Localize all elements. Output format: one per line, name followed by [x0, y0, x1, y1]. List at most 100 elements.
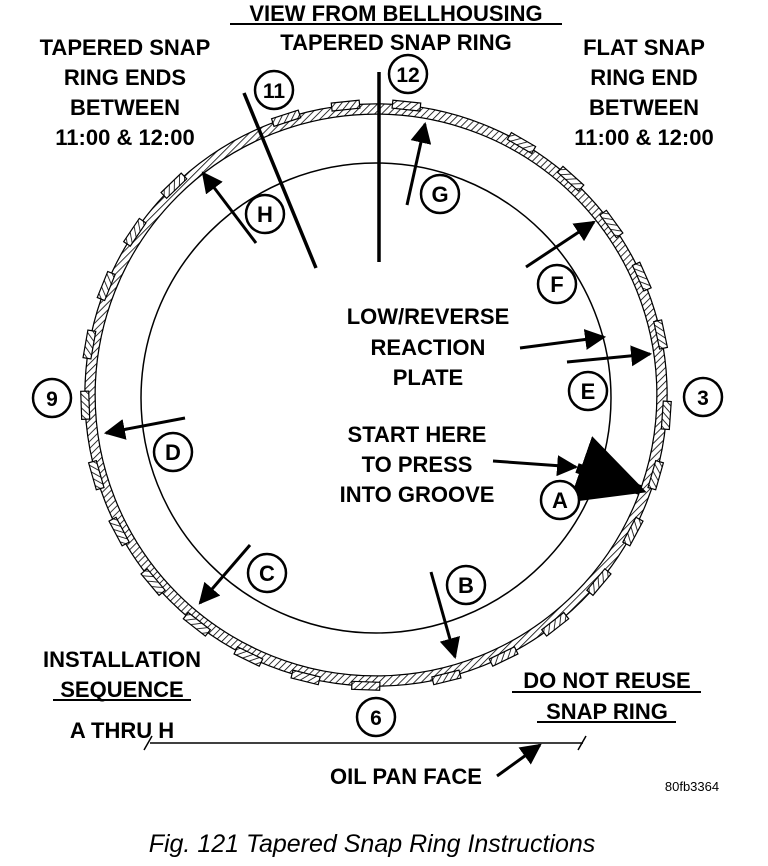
installation-sequence-note: INSTALLATION SEQUENCE A THRU H: [43, 647, 201, 743]
tapered-ends-note: TAPERED SNAP RING ENDS BETWEEN 11:00 & 1…: [40, 35, 211, 150]
letter-a: A: [539, 479, 581, 521]
reaction-plate-arrow: [519, 329, 607, 350]
svg-text:SEQUENCE: SEQUENCE: [60, 677, 183, 702]
snap-ring-lug: [488, 645, 519, 668]
svg-text:RING END: RING END: [590, 65, 698, 90]
tapered-end-pointer: [242, 92, 318, 269]
header-view-from-bellhousing: VIEW FROM BELLHOUSING: [249, 1, 542, 26]
svg-text:RING ENDS: RING ENDS: [64, 65, 186, 90]
snap-ring-lug: [122, 217, 147, 247]
snap-ring-lug: [82, 329, 97, 360]
figure-code: 80fb3364: [665, 779, 719, 794]
snap-ring-lug: [290, 669, 321, 686]
clock-3: 3: [682, 376, 724, 418]
snap-ring-lug: [87, 459, 105, 491]
svg-text:SNAP RING: SNAP RING: [546, 699, 668, 724]
snap-ring-lug: [556, 165, 585, 192]
svg-text:6: 6: [370, 707, 382, 730]
snap-ring-lug: [108, 516, 131, 547]
clock-9: 9: [31, 377, 73, 419]
svg-text:LOW/REVERSE: LOW/REVERSE: [347, 304, 510, 329]
snap-ring-lug: [330, 99, 361, 112]
letter-g: G: [419, 173, 461, 215]
arrow-f: [525, 220, 596, 269]
snap-ring-lug: [233, 645, 264, 668]
start-here-arrow: [492, 455, 579, 477]
letter-c: C: [246, 552, 288, 594]
arrow-e: [566, 345, 653, 367]
svg-text:C: C: [259, 561, 275, 586]
svg-text:12: 12: [396, 64, 419, 87]
oil-pan-face-arrow: [496, 743, 542, 778]
arrow-b: [429, 571, 460, 660]
svg-text:F: F: [550, 272, 563, 297]
snap-ring-lug: [160, 172, 188, 200]
snap-ring-lug: [660, 400, 672, 431]
svg-text:PLATE: PLATE: [393, 365, 463, 390]
oil-pan-face-line: [143, 735, 587, 751]
arrow-d: [103, 416, 186, 440]
snap-ring-lug: [631, 261, 652, 292]
clock-12: 12: [387, 53, 429, 95]
snap-ring-lug: [182, 611, 212, 637]
svg-text:BETWEEN: BETWEEN: [589, 95, 699, 120]
snap-ring-lug: [621, 516, 644, 547]
letter-e: E: [567, 370, 609, 412]
letter-d: D: [152, 431, 194, 473]
start-here-label: START HERE TO PRESS INTO GROOVE: [340, 422, 495, 507]
letter-b: B: [445, 564, 487, 606]
flat-end-note: FLAT SNAP RING END BETWEEN 11:00 & 12:00: [574, 35, 713, 150]
svg-text:TO PRESS: TO PRESS: [362, 452, 473, 477]
svg-text:A THRU H: A THRU H: [70, 718, 174, 743]
snap-ring-lug: [653, 319, 669, 350]
clock-11: 11: [253, 69, 295, 111]
reaction-plate-label: LOW/REVERSE REACTION PLATE: [347, 304, 510, 390]
snap-ring-lug: [585, 567, 612, 597]
snap-ring-lug: [270, 109, 302, 128]
snap-ring-lug: [599, 209, 624, 239]
sequence-arrows: [103, 121, 653, 660]
clock-6: 6: [355, 696, 397, 738]
svg-text:H: H: [257, 202, 273, 227]
snap-ring-lug: [351, 680, 381, 691]
snap-ring-lug: [431, 669, 462, 686]
snap-ring: [80, 99, 672, 691]
letter-f: F: [536, 263, 578, 305]
do-not-reuse-note: DO NOT REUSE SNAP RING: [512, 668, 701, 724]
svg-text:TAPERED SNAP: TAPERED SNAP: [40, 35, 211, 60]
snap-ring-lug: [80, 390, 91, 420]
svg-text:BETWEEN: BETWEEN: [70, 95, 180, 120]
snap-ring-lug: [540, 611, 570, 637]
svg-text:9: 9: [46, 388, 58, 411]
arrow-c: [198, 544, 252, 605]
snap-ring-tabs: [80, 99, 672, 691]
svg-text:A: A: [552, 488, 568, 513]
svg-text:3: 3: [697, 387, 709, 410]
snap-ring-lug: [391, 99, 422, 112]
svg-text:B: B: [458, 573, 474, 598]
svg-text:INSTALLATION: INSTALLATION: [43, 647, 201, 672]
letter-h: H: [244, 193, 286, 235]
snap-ring-lug: [96, 270, 116, 302]
svg-text:11: 11: [263, 80, 286, 103]
snap-ring-lug: [506, 131, 537, 155]
svg-text:11:00 & 12:00: 11:00 & 12:00: [55, 125, 194, 150]
svg-text:D: D: [165, 440, 181, 465]
arrow-a: [568, 436, 647, 503]
svg-text:REACTION: REACTION: [371, 335, 486, 360]
svg-text:INTO GROOVE: INTO GROOVE: [340, 482, 495, 507]
svg-text:G: G: [431, 182, 448, 207]
arrow-g: [405, 121, 432, 206]
snap-ring-lug: [647, 459, 665, 491]
arrow-h: [201, 171, 258, 244]
svg-text:E: E: [581, 379, 596, 404]
reaction-plate-circle: [140, 162, 612, 634]
svg-text:DO NOT REUSE: DO NOT REUSE: [523, 668, 690, 693]
svg-text:FLAT SNAP: FLAT SNAP: [583, 35, 705, 60]
oil-pan-face-label: OIL PAN FACE: [330, 764, 482, 789]
header-tapered-snap-ring: TAPERED SNAP RING: [280, 30, 511, 55]
svg-text:11:00 & 12:00: 11:00 & 12:00: [574, 125, 713, 150]
snap-ring-lug: [140, 567, 167, 597]
figure-caption: Fig. 121 Tapered Snap Ring Instructions: [149, 830, 596, 858]
